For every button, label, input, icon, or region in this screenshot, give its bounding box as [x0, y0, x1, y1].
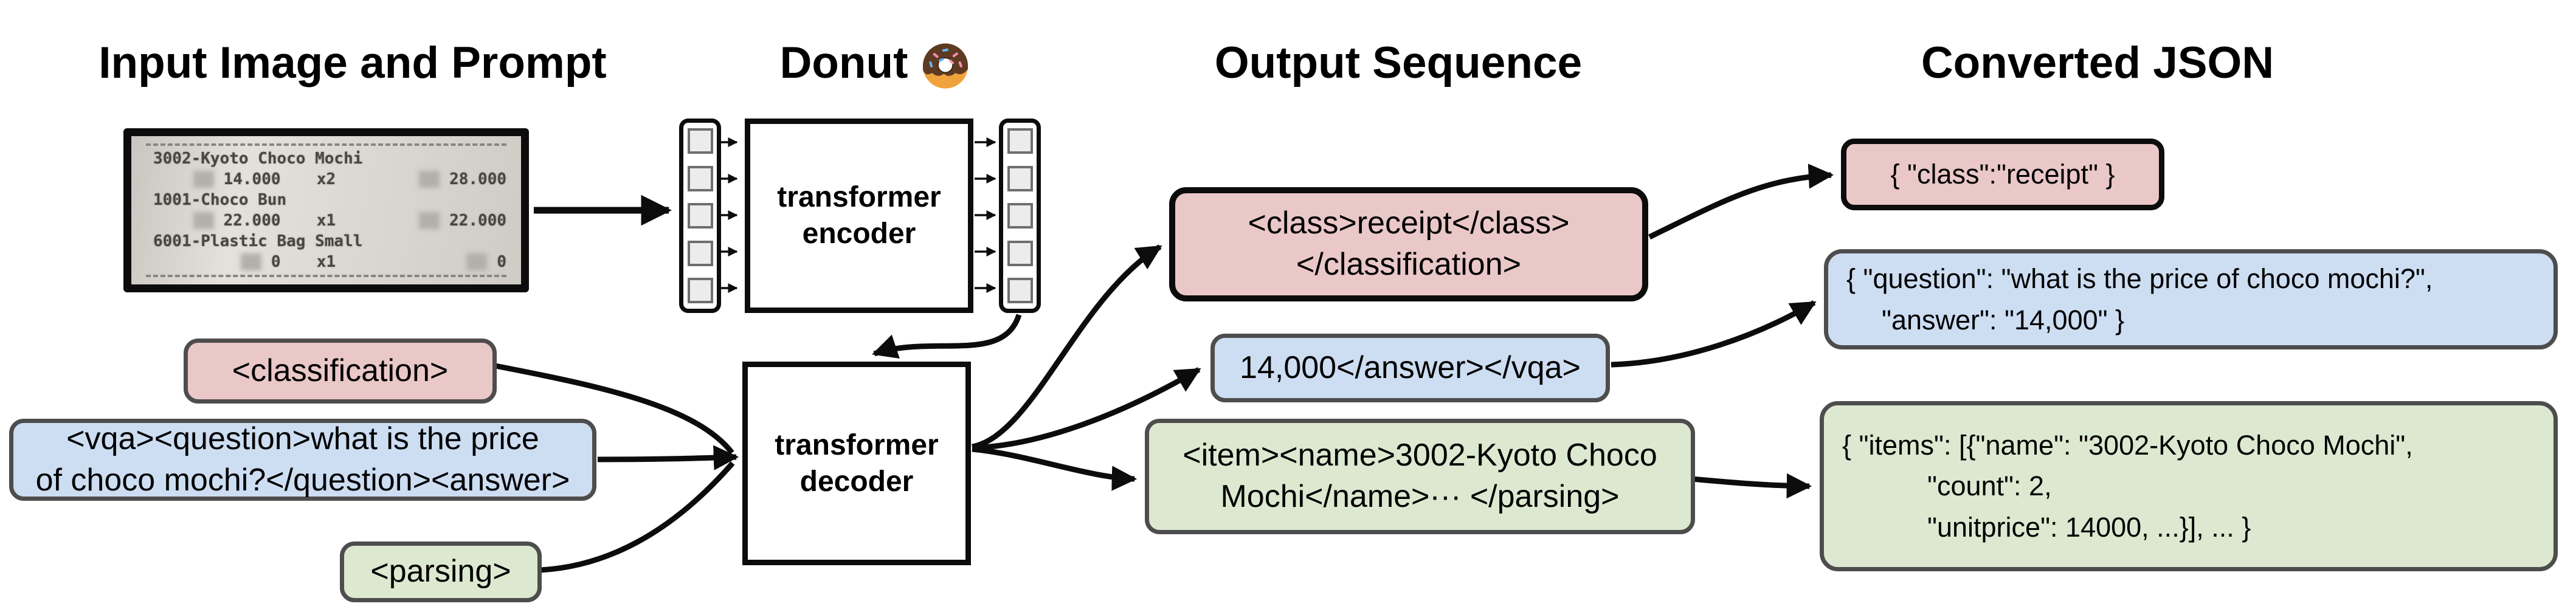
image-patch [1007, 278, 1033, 303]
output-classification-box: <class>receipt</class> </classification> [1169, 187, 1648, 301]
output-vqa-box: 14,000</answer></vqa> [1210, 334, 1610, 402]
model-title-text: Donut [779, 38, 908, 88]
column-title-input: Input Image and Prompt [98, 38, 607, 88]
arrow-parsing-output-to-json [1677, 473, 1812, 499]
decoder-label-line2: decoder [799, 465, 914, 498]
image-patch [1007, 240, 1033, 266]
column-title-output: Output Sequence [1214, 38, 1583, 88]
column-title-json: Converted JSON [1921, 38, 2274, 88]
arrow-prompt-parsing [540, 461, 735, 573]
output-parsing-line1: <item><name>3002-Kyoto Choco [1183, 438, 1657, 473]
prompt-classification-text: <classification> [232, 352, 449, 388]
json-vqa-line2: "answer": "14,000" } [1882, 304, 2125, 335]
input-patch-column [679, 119, 721, 313]
image-patch [687, 203, 713, 229]
json-parsing-line3: "unitprice": 14000, ...}], ... } [1927, 511, 2251, 543]
receipt-divider [146, 143, 506, 146]
receipt-input-image: 3002-Kyoto Choco Mochi 14.000 x2 28.000 … [123, 128, 529, 292]
json-vqa-box: { "question": "what is the price of choc… [1824, 249, 2558, 349]
output-classification-line1: <class>receipt</class> [1248, 205, 1570, 241]
column-title-model: Donut [767, 33, 986, 92]
prompt-vqa-line1: <vqa><question>what is the price [66, 421, 539, 456]
receipt-total: 28.000 [449, 170, 506, 188]
receipt-unit-price: 22.000 [223, 211, 281, 230]
redaction-blur [466, 253, 488, 270]
arrow-decoder-to-vqa-output [972, 367, 1201, 451]
image-patch [1007, 128, 1033, 154]
image-patch [687, 278, 713, 303]
arrow-decoder-to-class-output [972, 244, 1162, 450]
redaction-blur [419, 212, 440, 229]
image-patch [687, 240, 713, 266]
redaction-blur [193, 171, 214, 188]
image-patch [687, 128, 713, 154]
arrow-encoder-to-decoder [872, 314, 1022, 359]
decoder-label-line1: transformer [775, 428, 939, 461]
image-patch [1007, 165, 1033, 191]
output-classification-line2: </classification> [1296, 247, 1521, 282]
receipt-item-price-row: 22.000 x1 22.000 [146, 211, 506, 230]
json-parsing-box: { "items": [{"name": "3002-Kyoto Choco M… [1820, 401, 2558, 571]
receipt-unit-price: 14.000 [223, 170, 281, 188]
output-parsing-line2: Mochi</name>··· </parsing> [1220, 479, 1620, 514]
json-vqa-line1: { "question": "what is the price of choc… [1846, 263, 2433, 294]
receipt-item-price-row: 0 x1 0 [146, 253, 506, 271]
image-patch [687, 165, 713, 191]
json-classification-text: { "class":"receipt" } [1890, 159, 2115, 190]
output-parsing-box: <item><name>3002-Kyoto Choco Mochi</name… [1145, 419, 1695, 534]
receipt-total: 0 [497, 253, 506, 271]
receipt-unit-price: 0 [271, 253, 281, 271]
transformer-encoder-box: transformer encoder [745, 119, 973, 313]
prompt-parsing-text: <parsing> [370, 554, 511, 590]
encoder-label-line1: transformer [777, 181, 941, 213]
prompt-vqa-box: <vqa><question>what is the price of choc… [9, 419, 596, 501]
json-parsing-line1: { "items": [{"name": "3002-Kyoto Choco M… [1842, 429, 2413, 461]
redaction-blur [419, 171, 440, 188]
prompt-classification-box: <classification> [184, 339, 497, 404]
arrow-class-output-to-json [1648, 163, 1834, 240]
encoded-patch-column [999, 119, 1041, 313]
json-classification-box: { "class":"receipt" } [1841, 139, 2164, 210]
image-patch [1007, 203, 1033, 229]
receipt-qty: x1 [316, 211, 336, 230]
receipt-item-name: 3002-Kyoto Choco Mochi [153, 150, 363, 168]
redaction-blur [240, 253, 261, 270]
arrow-decoder-to-parsing-output [972, 446, 1138, 491]
encoder-label-line2: encoder [802, 218, 916, 250]
arrow-prompt-classification [495, 363, 734, 455]
donut-emoji-icon [923, 43, 969, 89]
arrow-vqa-output-to-json [1611, 300, 1817, 368]
output-vqa-text: 14,000</answer></vqa> [1240, 349, 1581, 385]
receipt-qty: x1 [316, 253, 336, 271]
receipt-divider [146, 275, 506, 277]
receipt-item-name: 6001-Plastic Bag Small [153, 232, 363, 250]
receipt-total: 22.000 [449, 211, 506, 230]
receipt-item-price-row: 14.000 x2 28.000 [146, 170, 506, 188]
json-parsing-line2: "count": 2, [1927, 470, 2052, 502]
receipt-item-name: 1001-Choco Bun [153, 191, 287, 209]
receipt-qty: x2 [316, 170, 336, 188]
arrow-prompt-vqa [597, 445, 739, 470]
prompt-parsing-box: <parsing> [340, 542, 542, 602]
transformer-decoder-box: transformer decoder [742, 362, 971, 565]
redaction-blur [193, 212, 214, 229]
prompt-vqa-line2: of choco mochi?</question><answer> [35, 462, 570, 498]
